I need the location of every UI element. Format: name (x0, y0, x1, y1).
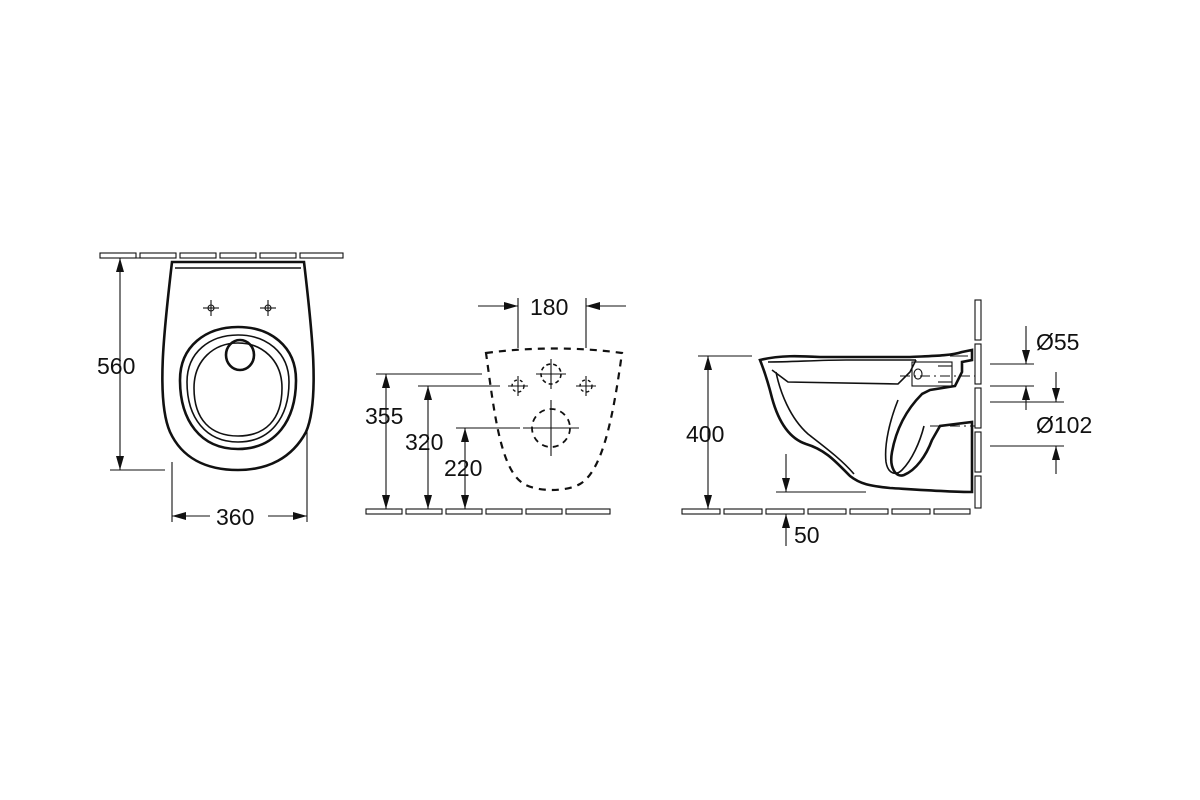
front-bowl-outline (161, 260, 315, 472)
rear-dim-355 (376, 373, 482, 509)
side-floor-gap-dimension (776, 454, 866, 546)
side-view: 400 50 Ø55 Ø102 (681, 299, 1092, 548)
front-flush-opening (224, 338, 256, 372)
side-floor-gap-label: 50 (794, 522, 820, 548)
rear-spacing-dimension (478, 298, 626, 348)
front-height-label: 560 (97, 353, 135, 379)
side-bowl-section (758, 348, 974, 494)
front-width-dimension (171, 430, 308, 522)
side-inlet-diameter-label: Ø55 (1036, 329, 1079, 355)
front-view: 560 360 (97, 252, 344, 530)
rear-dim-320-label: 320 (405, 429, 443, 455)
side-rim-height-label: 400 (686, 421, 724, 447)
front-wall-line (99, 252, 344, 259)
side-outlet-diameter-dimension (990, 372, 1064, 474)
side-inlet-fitting (911, 361, 953, 387)
rear-spacing-label: 180 (530, 294, 568, 320)
side-rim-height-dimension (698, 355, 752, 509)
rear-bowl-outline (484, 347, 624, 492)
front-seat-ring (178, 325, 298, 451)
rear-view: 180 355 320 220 (365, 294, 626, 515)
rear-dim-220-label: 220 (444, 455, 482, 481)
rear-dim-355-label: 355 (365, 403, 403, 429)
front-fixing-marks (203, 300, 276, 316)
rear-dim-320 (418, 385, 500, 509)
rear-floor-line (365, 508, 611, 515)
front-width-label: 360 (216, 504, 254, 530)
side-outlet-diameter-label: Ø102 (1036, 412, 1092, 438)
side-floor-line (681, 508, 971, 515)
side-inlet-diameter-dimension (990, 326, 1034, 410)
front-height-dimension (108, 257, 165, 471)
side-wall (974, 299, 982, 509)
rear-dim-220 (456, 427, 520, 509)
rear-fixing-marks (508, 359, 596, 456)
